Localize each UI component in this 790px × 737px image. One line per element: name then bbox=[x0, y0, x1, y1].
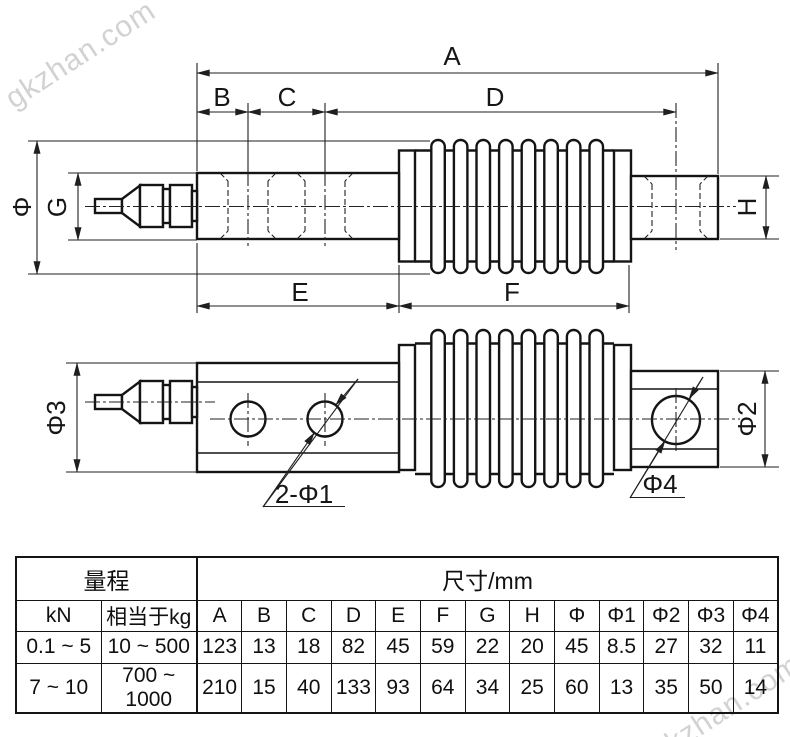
cell: 15 bbox=[241, 662, 287, 713]
col-phi2: Φ2 bbox=[643, 599, 690, 632]
col-c: C bbox=[285, 599, 332, 632]
table-header-row: 量程 尺寸/mm bbox=[15, 556, 779, 601]
cell: 8.5 bbox=[598, 630, 645, 664]
cell: 50 bbox=[688, 662, 734, 713]
header-range: 量程 bbox=[15, 556, 198, 601]
boss-edge-lines bbox=[631, 388, 718, 450]
cell: 13 bbox=[598, 662, 645, 713]
cell: 45 bbox=[554, 630, 600, 664]
cell: 210 bbox=[196, 662, 243, 713]
cell: 18 bbox=[285, 630, 332, 664]
dimension-lines-side bbox=[33, 69, 770, 310]
cell: 45 bbox=[375, 630, 421, 664]
extension-lines-side bbox=[28, 63, 779, 313]
dim-label-e: E bbox=[291, 277, 308, 307]
extension-lines-front bbox=[66, 362, 779, 473]
cell: 32 bbox=[688, 630, 734, 664]
table-row: 7 ~ 10 700 ~ 1000 210 15 40 133 93 64 34… bbox=[15, 662, 779, 713]
cell: 14 bbox=[732, 662, 779, 713]
col-e: E bbox=[375, 599, 421, 632]
cell: 35 bbox=[643, 662, 690, 713]
col-kg: 相当于kg bbox=[100, 599, 198, 632]
holes-callout-leader bbox=[262, 378, 359, 508]
dim-label-g: G bbox=[42, 197, 72, 217]
cell: 11 bbox=[732, 630, 779, 664]
col-phi1: Φ1 bbox=[598, 599, 645, 632]
dim-label-f: F bbox=[504, 277, 520, 307]
centerlines-front bbox=[85, 388, 740, 452]
cell: 60 bbox=[554, 662, 600, 713]
cell: 22 bbox=[464, 630, 511, 664]
phi4-callout-leader bbox=[629, 376, 704, 499]
cell: 93 bbox=[375, 662, 421, 713]
col-phi: Φ bbox=[554, 599, 600, 632]
cell: 25 bbox=[509, 662, 555, 713]
thread-hole-2-hidden bbox=[296, 172, 354, 240]
dimension-spec-table: 量程 尺寸/mm kN 相当于kg A B C D E F G H Φ Φ1 Φ… bbox=[15, 556, 779, 714]
cell: 27 bbox=[643, 630, 690, 664]
header-size-mm: 尺寸/mm bbox=[196, 556, 779, 601]
bellows-front bbox=[397, 328, 633, 489]
thread-hole-right-hidden bbox=[643, 175, 709, 240]
dim-label-h: H bbox=[732, 198, 762, 217]
cell: 59 bbox=[419, 630, 466, 664]
dim-label-b: B bbox=[213, 82, 230, 112]
cell: 123 bbox=[196, 630, 243, 664]
bellows-left-flange-front bbox=[397, 343, 417, 472]
cell: 7 ~ 10 bbox=[15, 662, 102, 713]
cell: 34 bbox=[464, 662, 511, 713]
col-f: F bbox=[419, 599, 466, 632]
dim-label-d: D bbox=[486, 82, 505, 112]
cell: 64 bbox=[419, 662, 466, 713]
table-row: 0.1 ~ 5 10 ~ 500 123 13 18 82 45 59 22 2… bbox=[15, 630, 779, 664]
thread-hole-1-hidden bbox=[219, 172, 277, 240]
col-kn: kN bbox=[15, 599, 102, 632]
cell: 0.1 ~ 5 bbox=[15, 630, 102, 664]
dimension-lines-front bbox=[73, 362, 769, 473]
col-g: G bbox=[464, 599, 511, 632]
dim-label-phi2: Φ2 bbox=[732, 401, 762, 436]
dim-label-phi3: Φ3 bbox=[41, 400, 71, 435]
dim-label-phi4: Φ4 bbox=[642, 469, 677, 499]
col-b: B bbox=[241, 599, 287, 632]
mount-boss-side bbox=[629, 174, 720, 241]
cell: 10 ~ 500 bbox=[100, 630, 198, 664]
table-subheader-row: kN 相当于kg A B C D E F G H Φ Φ1 Φ2 Φ3 Φ4 bbox=[15, 599, 779, 632]
cell: 700 ~ 1000 bbox=[100, 662, 198, 713]
body-edge-lines bbox=[197, 381, 399, 454]
cell: 40 bbox=[285, 662, 332, 713]
cell: 133 bbox=[330, 662, 377, 713]
cell: 82 bbox=[330, 630, 377, 664]
centerlines-side bbox=[85, 103, 736, 250]
col-a: A bbox=[196, 599, 243, 632]
dim-label-a: A bbox=[443, 41, 461, 71]
side-view-drawing: A B C D E F Φ G H bbox=[7, 41, 779, 313]
dim-label-phi: Φ bbox=[7, 197, 37, 218]
dim-label-2phi1: 2-Φ1 bbox=[275, 479, 333, 509]
cell: 13 bbox=[241, 630, 287, 664]
bellows-right-flange-front bbox=[612, 343, 633, 472]
col-h: H bbox=[509, 599, 555, 632]
load-cell-technical-drawing: A B C D E F Φ G H bbox=[7, 41, 779, 509]
cell: 20 bbox=[509, 630, 555, 664]
col-d: D bbox=[330, 599, 377, 632]
col-phi3: Φ3 bbox=[688, 599, 734, 632]
dim-label-c: C bbox=[278, 82, 297, 112]
front-view-drawing: Φ3 Φ2 2-Φ1 Φ4 bbox=[41, 328, 779, 509]
col-phi4: Φ4 bbox=[732, 599, 779, 632]
